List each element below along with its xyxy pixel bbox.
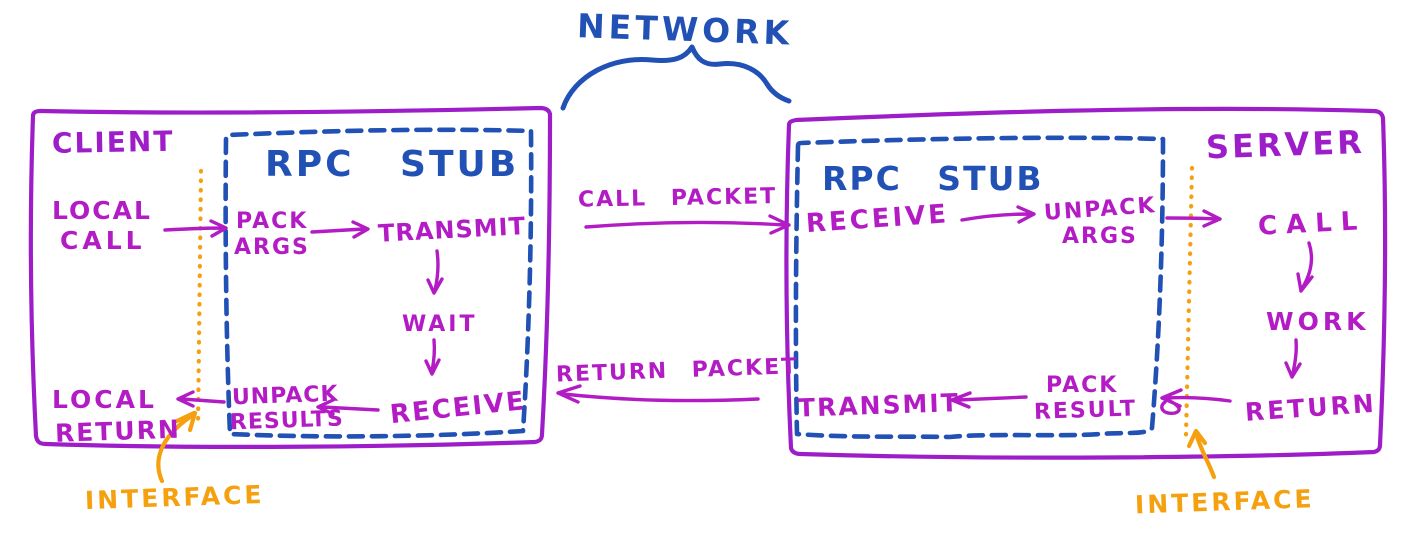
flow-arrows — [163, 205, 1314, 416]
client-stub-box — [223, 127, 534, 439]
interface-marks — [156, 165, 1217, 484]
unpack-results-label-line2: RESULTS — [230, 406, 345, 435]
flow-labels: LOCAL CALL PACK ARGS TRANSMIT WAIT RECEI… — [52, 184, 1378, 448]
server-receive-label: RECEIVE — [805, 199, 950, 239]
local-call-label-line1: LOCAL — [52, 196, 152, 225]
client-title: CLIENT — [52, 125, 175, 160]
arrow-pack-result-to-transmit — [950, 391, 1028, 409]
server-return-label: RETURN — [1244, 389, 1378, 427]
arrow-wait-down — [424, 338, 441, 376]
server-stub-box — [793, 135, 1166, 440]
server-box — [784, 106, 1388, 460]
work-label: WORK — [1266, 307, 1369, 336]
arrow-pack-args-to-transmit — [310, 220, 370, 239]
pack-result-label-line2: RESULT — [1034, 396, 1138, 425]
local-call-label-line2: CALL — [60, 226, 146, 255]
local-return-label-line1: LOCAL — [52, 385, 157, 414]
server-interface-label: INTERFACE — [1134, 484, 1314, 519]
unpack-args-label-line1: UNPACK — [1043, 193, 1157, 226]
client-box — [28, 105, 553, 449]
server-stub-title: RPC STUB — [822, 159, 1044, 198]
blue-labels: NETWORK RPC STUB RPC STUB — [265, 6, 1044, 198]
client-interface-line — [195, 168, 204, 430]
blue-strokes — [223, 44, 1166, 440]
wait-label: WAIT — [402, 312, 478, 337]
arrow-unpack-args-to-call — [1165, 209, 1222, 228]
unpack-args-label-line2: ARGS — [1062, 224, 1138, 249]
arrow-return-packet — [556, 384, 760, 404]
client-stub-title: RPC STUB — [265, 144, 519, 185]
arrow-return-to-pack-result — [1160, 388, 1232, 416]
purple-titles: CLIENT SERVER — [52, 123, 1366, 167]
arrow-local-call-to-pack-args — [163, 219, 228, 238]
unpack-results-label-line1: UNPACK — [232, 382, 339, 411]
interface-labels: INTERFACE INTERFACE — [84, 480, 1315, 520]
arrow-receive-to-unpack-results — [316, 398, 380, 416]
arrow-work-down — [1284, 338, 1302, 379]
arrow-receive-to-unpack-args — [960, 205, 1036, 224]
arrow-call-packet — [584, 214, 791, 235]
arrow-unpack-results-to-local-return — [176, 390, 226, 408]
pack-args-label-line2: ARGS — [234, 235, 310, 260]
client-transmit-label: TRANSMIT — [377, 212, 526, 248]
server-title: SERVER — [1205, 123, 1365, 167]
arrow-transmit-down — [426, 249, 444, 295]
pack-result-label-line1: PACK — [1046, 373, 1118, 398]
network-brace — [560, 44, 792, 111]
return-packet-label: RETURN PACKET — [556, 354, 799, 387]
network-label: NETWORK — [576, 6, 793, 53]
server-interface-arrow — [1186, 428, 1217, 480]
server-call-label: CALL — [1257, 206, 1367, 242]
call-packet-label: CALL PACKET — [578, 184, 778, 212]
server-transmit-label: TRANSMIT — [797, 388, 960, 423]
outer-boxes — [28, 105, 1388, 460]
pack-args-label-line1: PACK — [236, 209, 308, 234]
client-interface-label: INTERFACE — [84, 480, 264, 515]
client-interface-arrow — [156, 410, 198, 484]
client-receive-label: RECEIVE — [389, 386, 528, 430]
server-interface-line — [1183, 165, 1195, 438]
arrow-call-down — [1296, 241, 1314, 293]
local-return-label-line2: RETURN — [55, 415, 182, 448]
